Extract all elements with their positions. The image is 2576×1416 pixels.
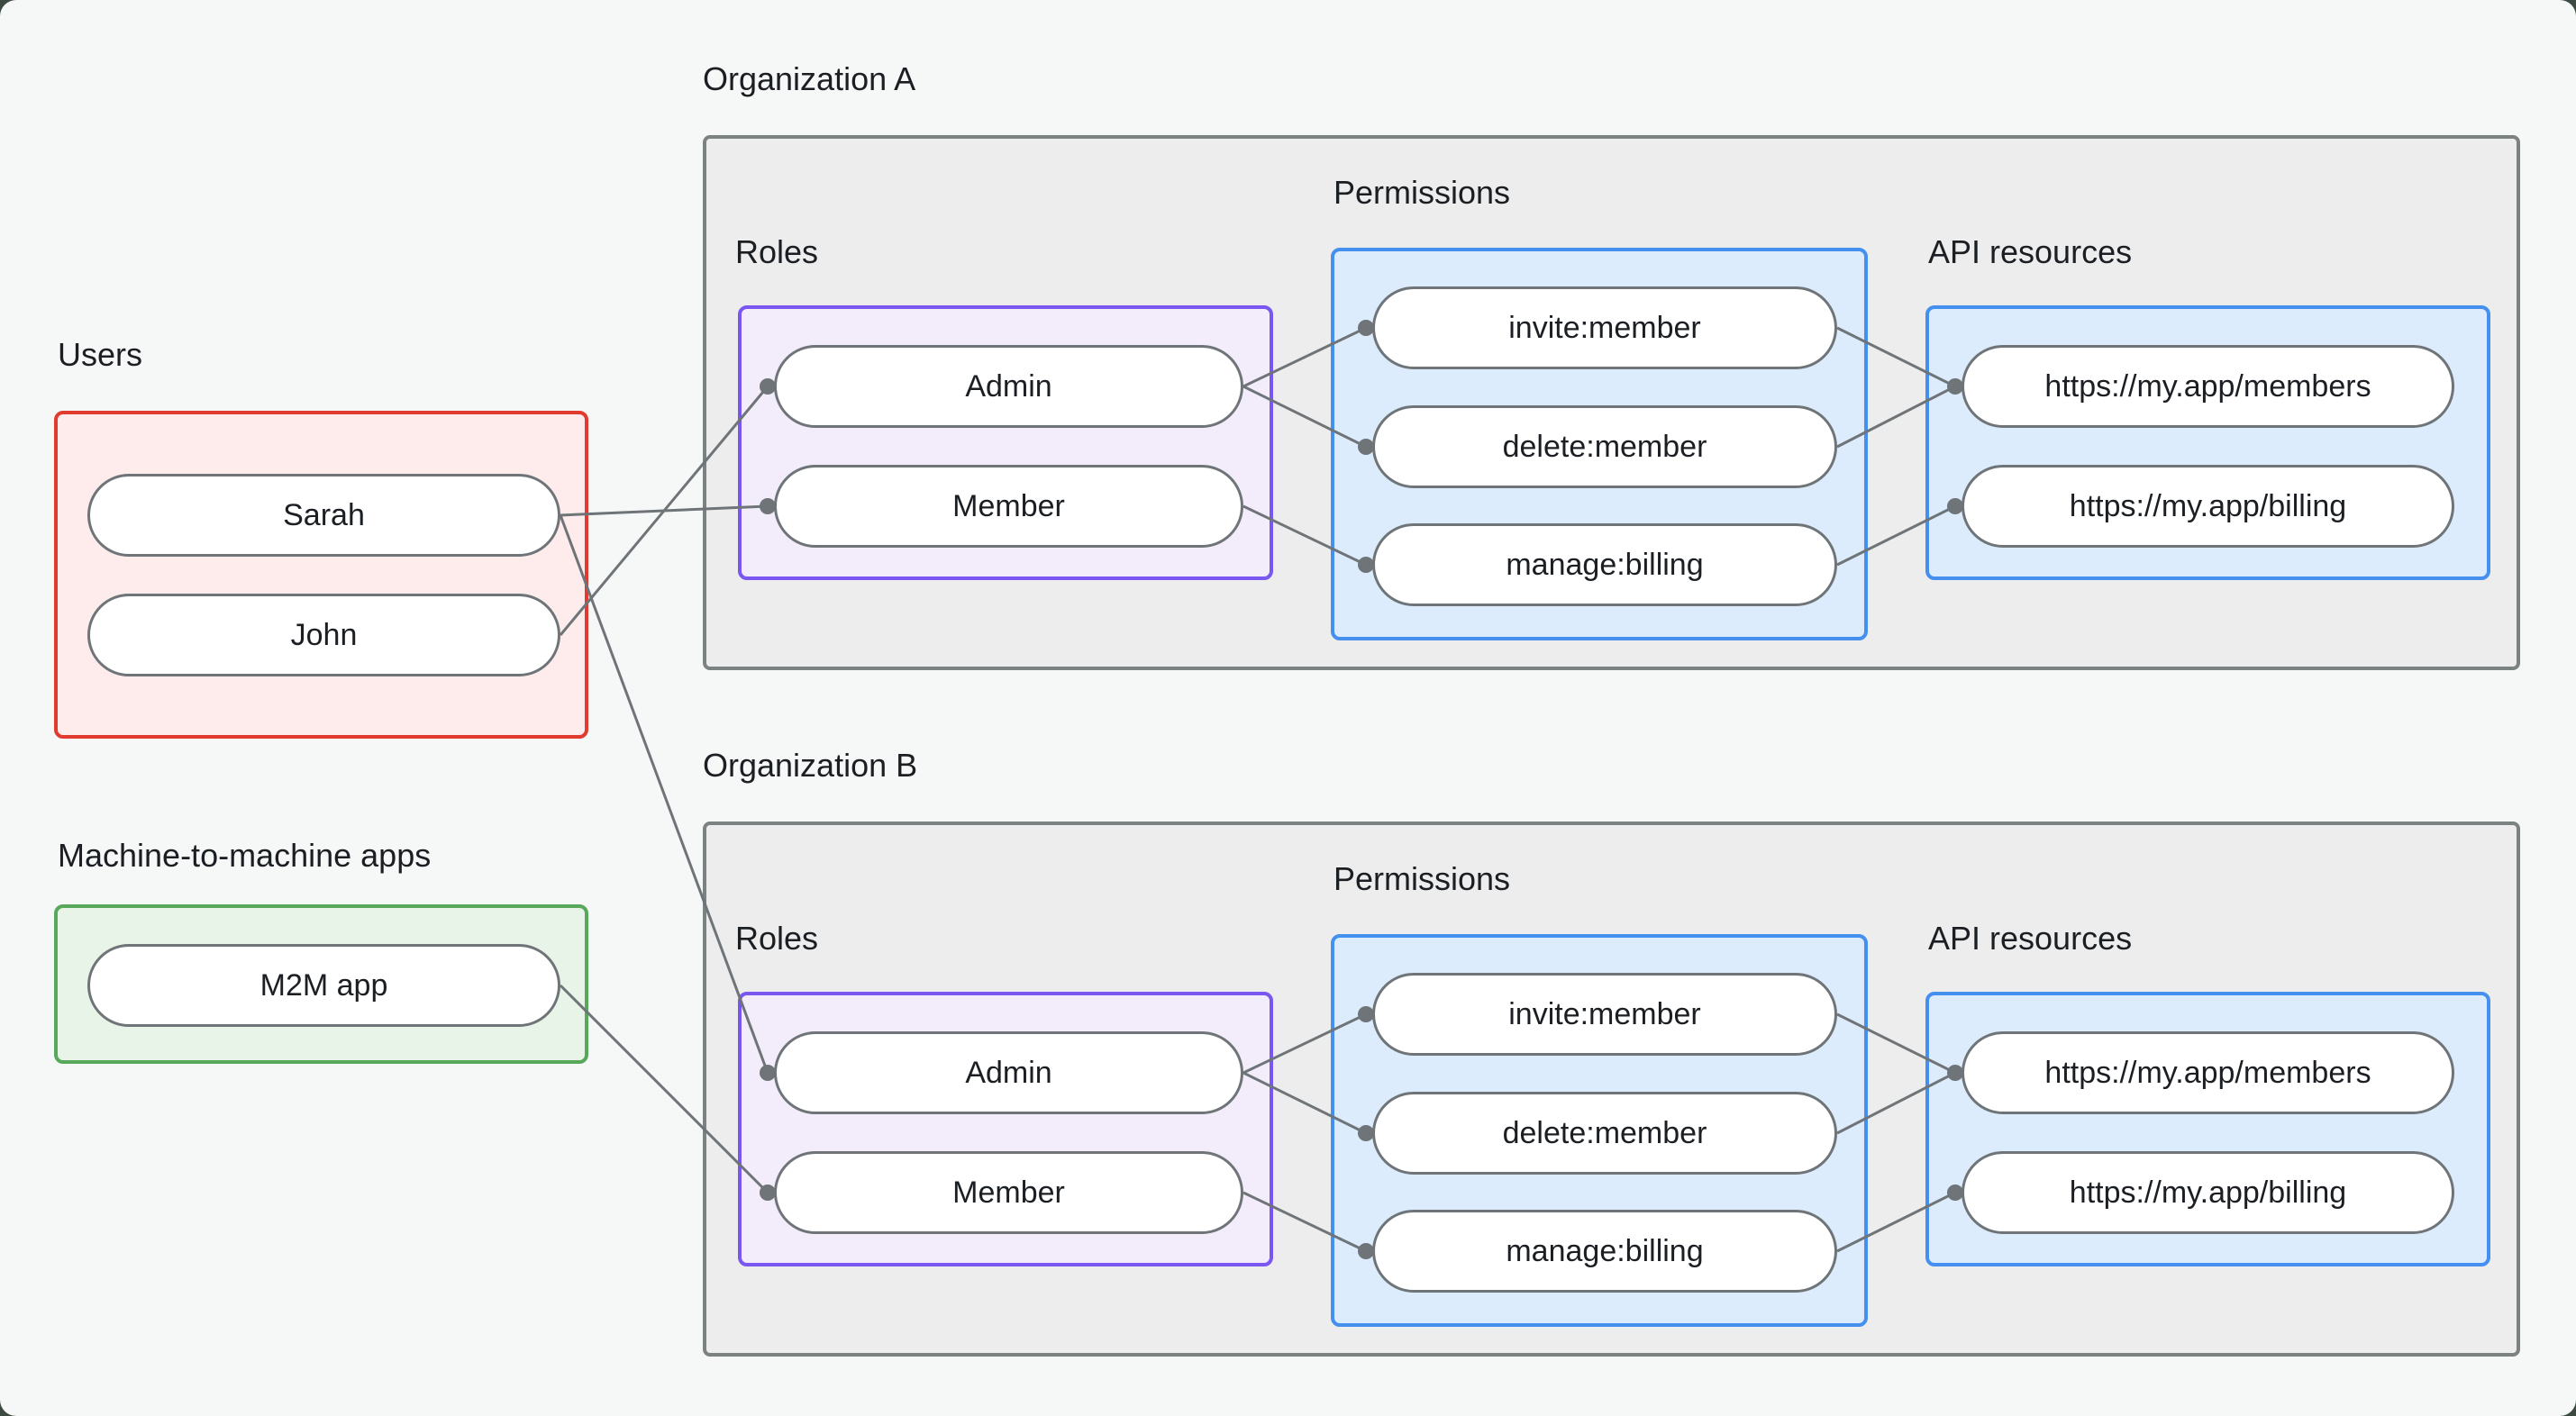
org-b-api-resources-label: API resources: [1928, 920, 2133, 957]
org-b-api-billing: https://my.app/billing: [1962, 1151, 2454, 1234]
org-b-permission-delete-member: delete:member: [1372, 1092, 1837, 1175]
org-b-permission-manage-billing: manage:billing: [1372, 1210, 1837, 1293]
org-a-api-resources-label: API resources: [1928, 233, 2133, 270]
org-a-api-members: https://my.app/members: [1962, 345, 2454, 428]
org-a-title: Organization A: [703, 60, 916, 97]
org-b-title: Organization B: [703, 747, 918, 784]
users-group-label: Users: [58, 336, 143, 373]
org-a-role-admin: Admin: [774, 345, 1243, 428]
m2m-group-label: Machine-to-machine apps: [58, 837, 432, 874]
org-a-role-member: Member: [774, 465, 1243, 548]
org-a-permission-delete-member: delete:member: [1372, 405, 1837, 488]
org-a-roles-label: Roles: [735, 233, 819, 270]
org-a-permission-manage-billing: manage:billing: [1372, 523, 1837, 606]
org-b-role-admin: Admin: [774, 1031, 1243, 1114]
org-b-role-member: Member: [774, 1151, 1243, 1234]
org-b-permission-invite-member: invite:member: [1372, 973, 1837, 1056]
org-b-roles-label: Roles: [735, 920, 819, 957]
org-b-permissions-label: Permissions: [1334, 860, 1511, 897]
org-a-api-billing: https://my.app/billing: [1962, 465, 2454, 548]
org-a-permission-invite-member: invite:member: [1372, 286, 1837, 369]
node-john: John: [87, 594, 560, 676]
node-m2m-app: M2M app: [87, 944, 560, 1027]
users-group-box: [54, 411, 588, 739]
org-a-permissions-label: Permissions: [1334, 174, 1511, 211]
org-b-api-members: https://my.app/members: [1962, 1031, 2454, 1114]
node-sarah: Sarah: [87, 474, 560, 557]
